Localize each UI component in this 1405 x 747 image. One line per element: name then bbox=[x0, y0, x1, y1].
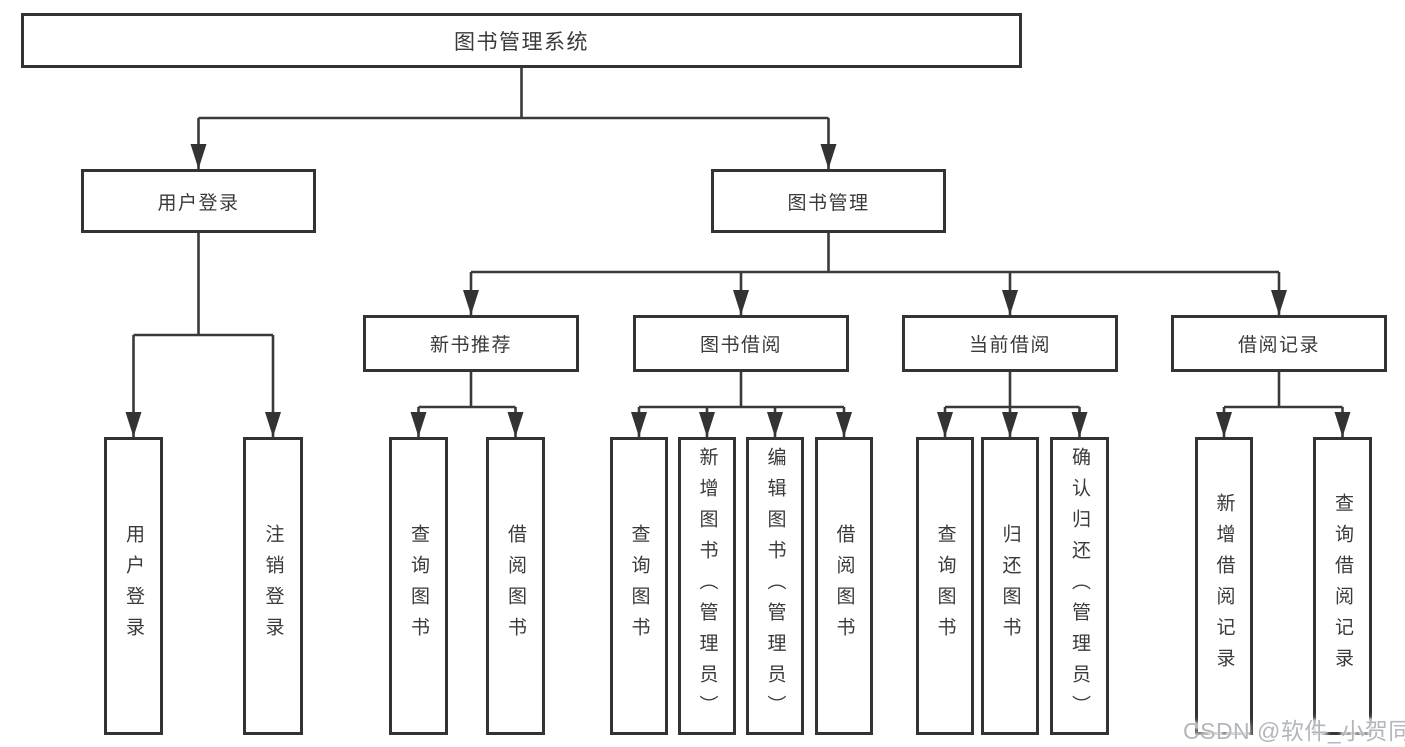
node-label: 编辑图书（管理员） bbox=[764, 446, 786, 726]
leaf-return-books: 归还图书 bbox=[981, 437, 1039, 735]
leaf-user-login: 用户登录 bbox=[104, 437, 163, 735]
leaf-confirm-return-admin: 确认归还（管理员） bbox=[1050, 437, 1109, 735]
leaf-query-books-recommend: 查询图书 bbox=[389, 437, 448, 735]
leaf-query-books-current: 查询图书 bbox=[916, 437, 974, 735]
leaf-borrow-books: 借阅图书 bbox=[815, 437, 873, 735]
node-label: 查询借阅记录 bbox=[1332, 493, 1353, 679]
node-label: 新增借阅记录 bbox=[1213, 493, 1235, 679]
node-library-management-system: 图书管理系统 bbox=[21, 13, 1022, 68]
node-label: 新增图书（管理员） bbox=[696, 446, 718, 726]
leaf-query-borrow-record: 查询借阅记录 bbox=[1313, 437, 1372, 735]
node-label: 借阅图书 bbox=[833, 524, 855, 648]
node-label: 用户登录 bbox=[157, 192, 240, 214]
leaf-logout: 注销登录 bbox=[243, 437, 303, 735]
leaf-borrow-books-recommend: 借阅图书 bbox=[486, 437, 545, 735]
node-label: 查询图书 bbox=[934, 524, 956, 648]
tree-edges bbox=[132, 68, 1344, 437]
node-user-login: 用户登录 bbox=[81, 169, 316, 233]
node-borrowing-records: 借阅记录 bbox=[1171, 315, 1387, 372]
node-book-borrowing: 图书借阅 bbox=[633, 315, 849, 372]
csdn-watermark: CSDN @软件_小贺同学 bbox=[1183, 718, 1405, 744]
leaf-query-books-borrow: 查询图书 bbox=[610, 437, 668, 735]
node-book-management: 图书管理 bbox=[711, 169, 946, 233]
node-current-borrowing: 当前借阅 bbox=[902, 315, 1118, 372]
node-label: 借阅记录 bbox=[1237, 335, 1320, 356]
leaf-edit-books-admin: 编辑图书（管理员） bbox=[746, 437, 804, 735]
leaf-add-books-admin: 新增图书（管理员） bbox=[678, 437, 736, 735]
node-label: 用户登录 bbox=[123, 524, 144, 648]
node-label: 注销登录 bbox=[262, 524, 284, 648]
node-label: 图书管理 bbox=[787, 192, 870, 214]
node-label: 图书管理系统 bbox=[454, 30, 589, 54]
node-label: 查询图书 bbox=[408, 524, 429, 648]
node-label: 借阅图书 bbox=[505, 524, 526, 648]
node-label: 图书借阅 bbox=[699, 335, 782, 356]
node-label: 新书推荐 bbox=[429, 335, 512, 356]
leaf-add-borrow-record: 新增借阅记录 bbox=[1195, 437, 1253, 735]
node-label: 查询图书 bbox=[628, 524, 650, 648]
node-label: 确认归还（管理员） bbox=[1069, 446, 1090, 726]
node-label: 当前借阅 bbox=[968, 335, 1051, 356]
node-label: 归还图书 bbox=[999, 524, 1021, 648]
node-new-book-recommend: 新书推荐 bbox=[363, 315, 579, 372]
